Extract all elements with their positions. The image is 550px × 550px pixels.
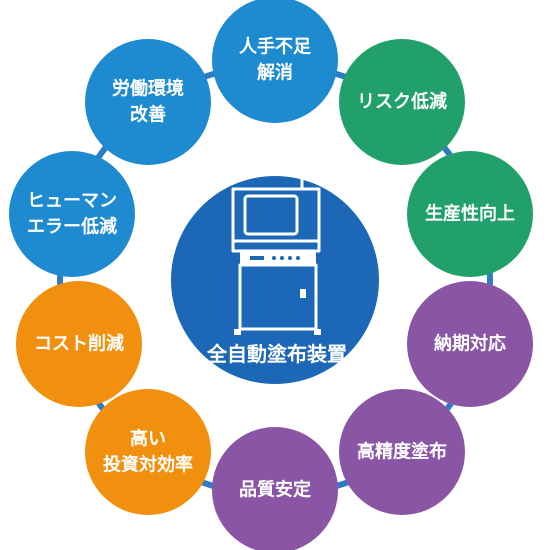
benefit-circle: [212, 427, 338, 550]
benefit-label: 投資対効率: [103, 454, 193, 476]
benefit-circle: [9, 151, 135, 277]
benefit-label: 高精度塗布: [357, 441, 447, 463]
benefit-node-quality-stability: 品質安定: [212, 427, 338, 550]
benefit-node-cost-reduction: コスト削減: [16, 281, 142, 407]
benefit-label: リスク低減: [357, 91, 447, 113]
benefit-circle: [16, 281, 142, 407]
benefit-label: 生産性向上: [425, 203, 515, 225]
benefit-circle: [407, 151, 533, 277]
dispensing-machine-icon: [231, 177, 321, 335]
benefit-label: 労働環境: [112, 78, 184, 100]
benefit-node-precision-coating: 高精度塗布: [339, 389, 465, 515]
benefit-node-productivity: 生産性向上: [407, 151, 533, 277]
benefit-label: コスト削減: [34, 333, 124, 355]
benefit-label: 人手不足: [239, 36, 311, 58]
benefit-circle: [85, 39, 211, 165]
benefit-label: 解消: [257, 62, 293, 84]
benefit-circle: [407, 281, 533, 407]
benefit-label: ヒューマン: [27, 191, 117, 212]
benefit-label: エラー低減: [27, 216, 117, 238]
benefit-node-delivery: 納期対応: [407, 281, 533, 407]
benefit-circle: [85, 389, 211, 515]
benefit-circle: [339, 39, 465, 165]
benefit-label: 品質安定: [239, 479, 311, 501]
center-label: 全自動塗布装置: [206, 342, 347, 366]
benefit-circle: [339, 389, 465, 515]
benefit-label: 納期対応: [434, 333, 506, 355]
benefit-label: 改善: [130, 104, 166, 126]
benefit-node-risk-reduction: リスク低減: [339, 39, 465, 165]
benefit-circle: [212, 0, 338, 123]
benefit-label: 高い: [130, 428, 166, 450]
center-node: 全自動塗布装置: [171, 176, 379, 384]
